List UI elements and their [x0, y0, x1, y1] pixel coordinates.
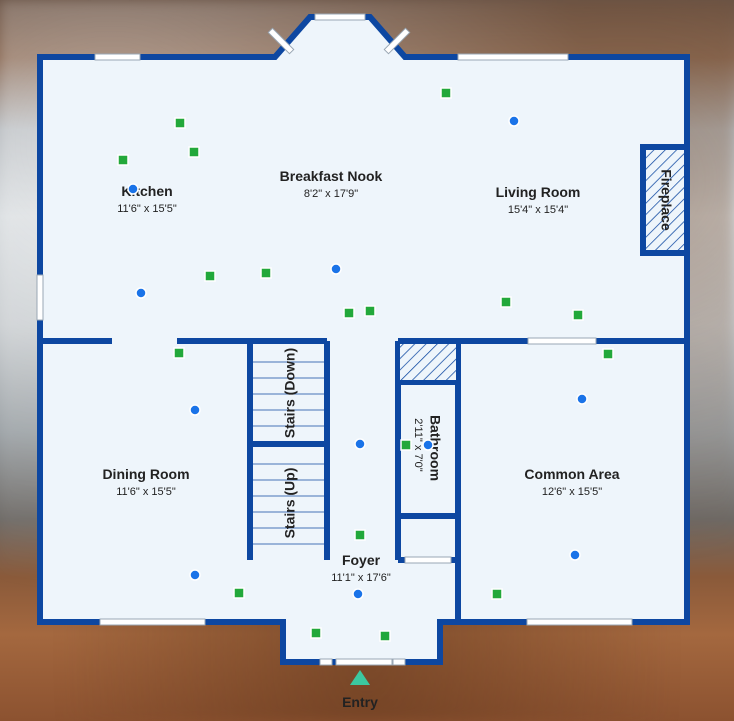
- green-marker[interactable]: [572, 309, 584, 321]
- room-name-common-area: Common Area: [524, 466, 619, 482]
- green-marker[interactable]: [491, 588, 503, 600]
- green-marker[interactable]: [343, 307, 355, 319]
- windows: [36, 13, 633, 666]
- room-dims-breakfast-nook: 8'2" x 17'9": [304, 188, 358, 200]
- green-marker[interactable]: [500, 296, 512, 308]
- blue-marker[interactable]: [576, 393, 588, 405]
- green-marker[interactable]: [173, 347, 185, 359]
- green-marker[interactable]: [117, 154, 129, 166]
- green-marker[interactable]: [310, 627, 322, 639]
- blue-markers: [127, 115, 588, 600]
- green-marker[interactable]: [233, 587, 245, 599]
- blue-marker[interactable]: [354, 438, 366, 450]
- fireplace-label: Fireplace: [658, 169, 674, 231]
- stairs-up-label: Stairs (Up): [282, 468, 298, 539]
- blue-marker[interactable]: [135, 287, 147, 299]
- green-marker[interactable]: [188, 146, 200, 158]
- green-marker[interactable]: [602, 348, 614, 360]
- fireplace: [640, 144, 690, 256]
- entry-door[interactable]: [335, 658, 393, 666]
- window-living-lower: [527, 337, 597, 345]
- window-bath-lower: [404, 556, 452, 564]
- green-marker[interactable]: [364, 305, 376, 317]
- room-dims-common-area: 12'6" x 15'5": [542, 486, 602, 498]
- room-name-living-room: Living Room: [496, 184, 581, 200]
- green-marker[interactable]: [260, 267, 272, 279]
- outer-walls: [37, 14, 690, 665]
- blue-marker[interactable]: [508, 115, 520, 127]
- blue-marker[interactable]: [352, 588, 364, 600]
- room-dims-foyer: 11'1" x 17'6": [331, 572, 391, 584]
- room-dims-dining-room: 11'6" x 15'5": [116, 486, 176, 498]
- room-dims-kitchen: 11'6" x 15'5": [117, 203, 177, 215]
- entry-label: Entry: [342, 694, 378, 710]
- blue-marker[interactable]: [189, 569, 201, 581]
- entry-arrow-icon[interactable]: [350, 670, 370, 685]
- blue-marker[interactable]: [127, 183, 139, 195]
- green-marker[interactable]: [174, 117, 186, 129]
- blue-marker[interactable]: [330, 263, 342, 275]
- green-marker[interactable]: [440, 87, 452, 99]
- room-name-breakfast-nook: Breakfast Nook: [280, 168, 383, 184]
- room-name-dining-room: Dining Room: [102, 466, 189, 482]
- bathroom-closet: [400, 344, 456, 380]
- interior-walls: [40, 338, 687, 622]
- green-marker[interactable]: [354, 529, 366, 541]
- green-markers: [117, 87, 614, 642]
- room-dims-bathroom: 2'11" x 7'0": [412, 418, 424, 471]
- green-marker[interactable]: [400, 439, 412, 451]
- floor-area: [40, 17, 687, 662]
- room-name-foyer: Foyer: [342, 552, 381, 568]
- blue-marker[interactable]: [189, 404, 201, 416]
- blue-marker[interactable]: [422, 439, 434, 451]
- stairs-treads: [253, 361, 324, 545]
- blue-marker[interactable]: [569, 549, 581, 561]
- stairs-down-label: Stairs (Down): [282, 348, 298, 438]
- green-marker[interactable]: [204, 270, 216, 282]
- room-name-bathroom: Bathroom: [427, 415, 443, 481]
- room-dims-living-room: 15'4" x 15'4": [508, 204, 568, 216]
- green-marker[interactable]: [379, 630, 391, 642]
